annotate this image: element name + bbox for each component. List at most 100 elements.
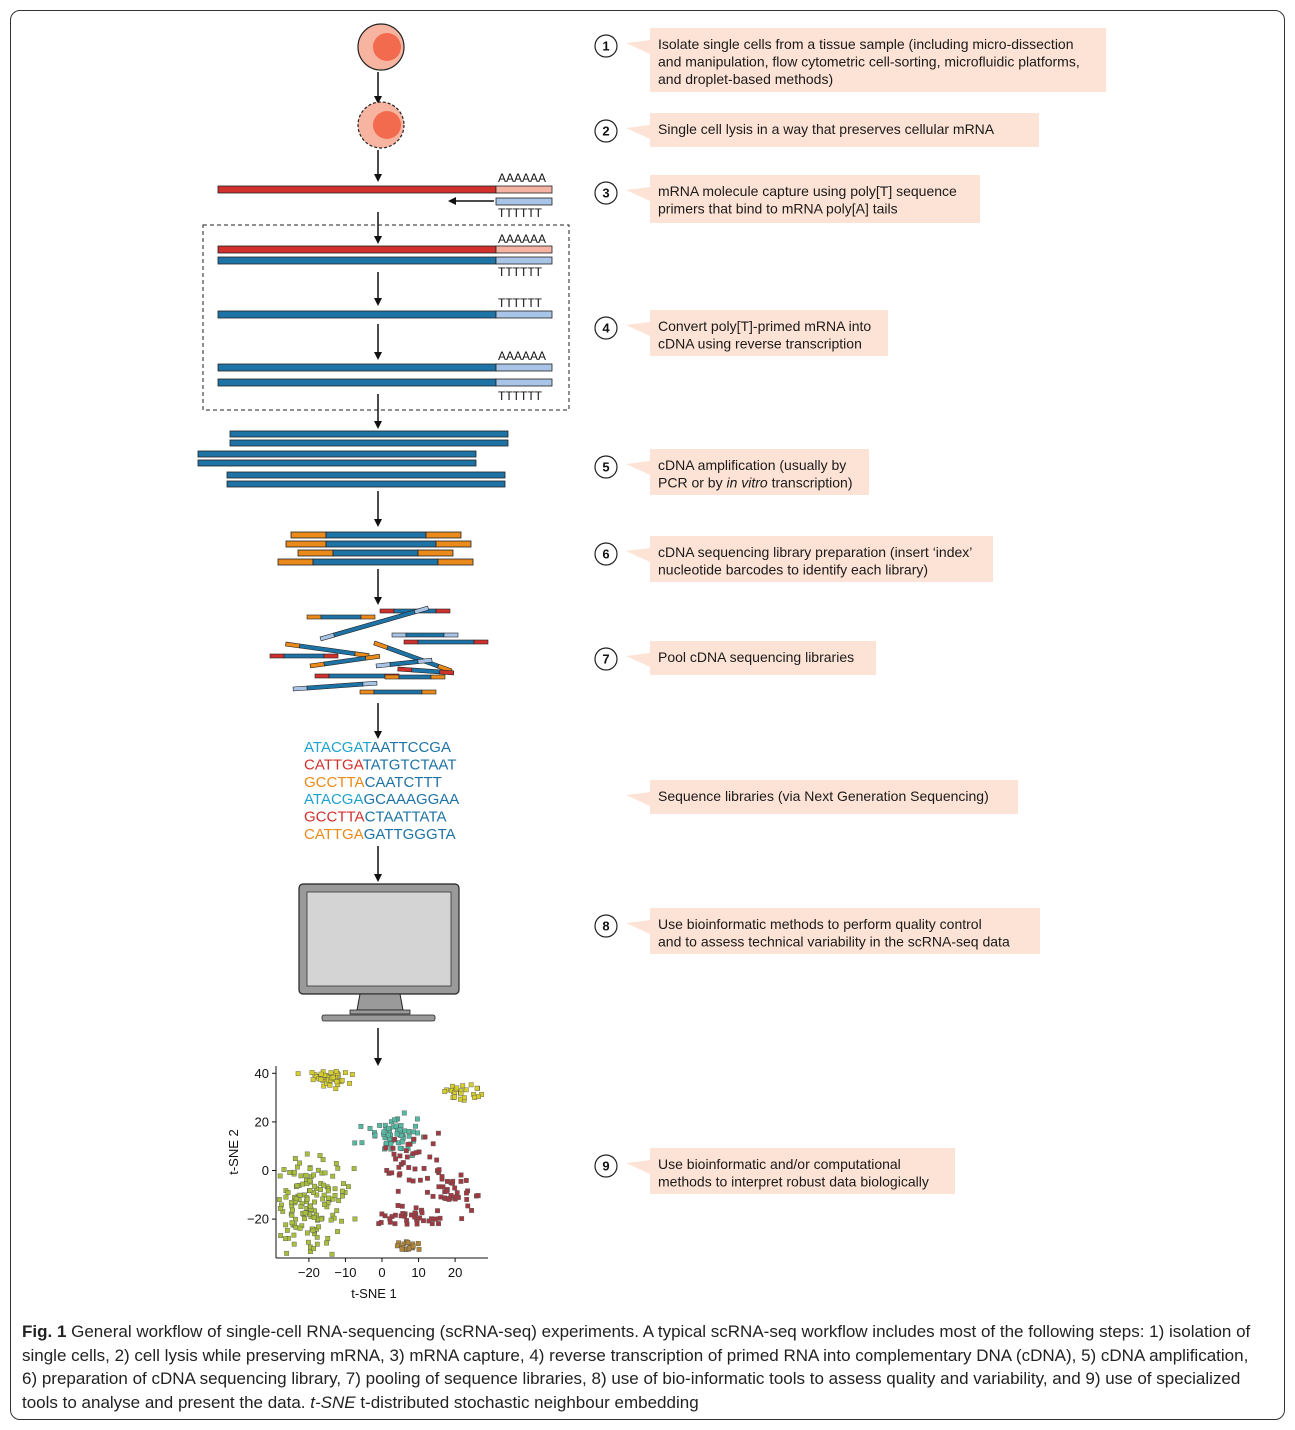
scatter-point: [318, 1187, 323, 1192]
scatter-point: [436, 1221, 441, 1227]
y-tick-label: 40: [255, 1066, 269, 1081]
scatter-point: [358, 1124, 364, 1129]
scatter-point: [329, 1251, 335, 1257]
scatter-point: [292, 1169, 297, 1175]
scatter-point: [405, 1141, 411, 1147]
scatter-point: [382, 1122, 388, 1128]
scatter-cluster: [425, 1167, 481, 1222]
rt-first-strand: TTTTTT: [217, 296, 553, 319]
scatter-point: [339, 1188, 345, 1194]
scatter-point: [433, 1216, 439, 1222]
scatter-point: [402, 1128, 408, 1134]
scatter-point: [398, 1133, 404, 1138]
step-text-line: Pool cDNA sequencing libraries: [658, 649, 854, 665]
scatter-point: [399, 1246, 405, 1252]
callout-pointer: [626, 40, 650, 54]
caption-abbr-definition: t-distributed stochastic neighbour embed…: [355, 1392, 699, 1412]
scatter-point: [283, 1236, 288, 1242]
scatter-point: [414, 1221, 420, 1227]
scatter-point: [285, 1190, 291, 1195]
scatter-point: [327, 1082, 333, 1088]
scatter-point: [391, 1151, 397, 1157]
scatter-point: [352, 1216, 358, 1222]
scatter-point: [394, 1243, 400, 1249]
scatter-point: [439, 1174, 445, 1180]
callout-pointer: [626, 461, 650, 475]
scatter-point: [304, 1196, 310, 1202]
scatter-point: [289, 1220, 295, 1226]
scatter-cluster: [295, 1068, 355, 1092]
scatter-point: [421, 1218, 426, 1224]
scatter-point: [379, 1211, 385, 1217]
scatter-point: [395, 1188, 401, 1194]
scatter-point: [388, 1141, 394, 1147]
scatter-point: [317, 1153, 323, 1158]
scatter-point: [401, 1110, 407, 1116]
scatter-cluster: [394, 1239, 422, 1252]
scatter-cluster: [383, 1130, 450, 1194]
scatter-point: [404, 1154, 410, 1160]
scatter-point: [440, 1184, 446, 1190]
scatter-point: [333, 1068, 339, 1074]
step-text-line: and droplet-based methods): [658, 71, 833, 87]
scatter-point: [330, 1173, 336, 1179]
step-number-badge: [594, 542, 618, 566]
read-barcode: CATTGA: [304, 826, 364, 843]
scatter-point: [307, 1188, 313, 1193]
scatter-point: [284, 1227, 290, 1233]
mrna-capture: AAAAAA TTTTTT: [217, 171, 553, 220]
scatter-point: [316, 1224, 322, 1230]
step-text-line: methods to interpret robust data biologi…: [658, 1174, 929, 1190]
scatter-point: [311, 1246, 317, 1252]
rt-double-strand: AAAAAA TTTTTT: [217, 349, 553, 403]
scatter-point: [475, 1193, 481, 1198]
sequence-read: GCCTTACTAATTATA: [304, 809, 447, 826]
scatter-point: [465, 1203, 471, 1209]
callout-box: [650, 536, 993, 582]
scatter-point: [397, 1171, 403, 1177]
scatter-point: [463, 1087, 469, 1093]
callout-pointer: [626, 187, 650, 201]
scatter-point: [395, 1203, 401, 1208]
scatter-point: [347, 1080, 352, 1086]
poly-t-label: TTTTTT: [498, 389, 543, 403]
workflow-diagram: AAAAAA TTTTTT AAAAAA TTTTTT TTTTTT AAAAA…: [197, 23, 1106, 1301]
scatter-point: [311, 1172, 316, 1178]
scatter-point: [343, 1070, 348, 1076]
scatter-point: [339, 1218, 344, 1224]
scatter-point: [406, 1165, 412, 1170]
y-axis-label: t-SNE 2: [226, 1129, 241, 1175]
scatter-point: [321, 1083, 327, 1089]
step-number-badge: [594, 119, 618, 143]
step-number-badge: [594, 34, 618, 58]
scatter-point: [413, 1205, 419, 1211]
read-barcode: ATACGAT: [304, 739, 371, 756]
scatter-point: [294, 1183, 300, 1189]
scatter-point: [278, 1233, 284, 1238]
scatter-point: [393, 1123, 399, 1129]
sequence-read: CATTGATATGTCTAAT: [304, 756, 456, 773]
scatter-point: [458, 1172, 464, 1178]
sequencing-library: [277, 531, 474, 566]
scatter-point: [427, 1154, 433, 1160]
scatter-point: [332, 1193, 338, 1198]
step-text-line: cDNA sequencing library preparation (ins…: [658, 544, 972, 560]
scatter-point: [442, 1089, 448, 1094]
pooled-libraries: [269, 605, 489, 695]
read-sequence: TATGTCTAAT: [363, 756, 457, 773]
read-sequence: CTAATTATA: [365, 809, 447, 826]
scatter-point: [450, 1178, 456, 1184]
scatter-point: [304, 1181, 310, 1186]
scatter-point: [314, 1241, 320, 1247]
callout-pointer: [626, 322, 650, 336]
scatter-point: [422, 1134, 428, 1140]
scatter-point: [291, 1241, 297, 1247]
callout-box: [650, 780, 1018, 814]
scatter-point: [290, 1207, 295, 1213]
scatter-point: [430, 1193, 436, 1199]
poly-t-label: TTTTTT: [498, 296, 543, 310]
scatter-point: [458, 1090, 464, 1096]
scatter-point: [333, 1161, 339, 1166]
